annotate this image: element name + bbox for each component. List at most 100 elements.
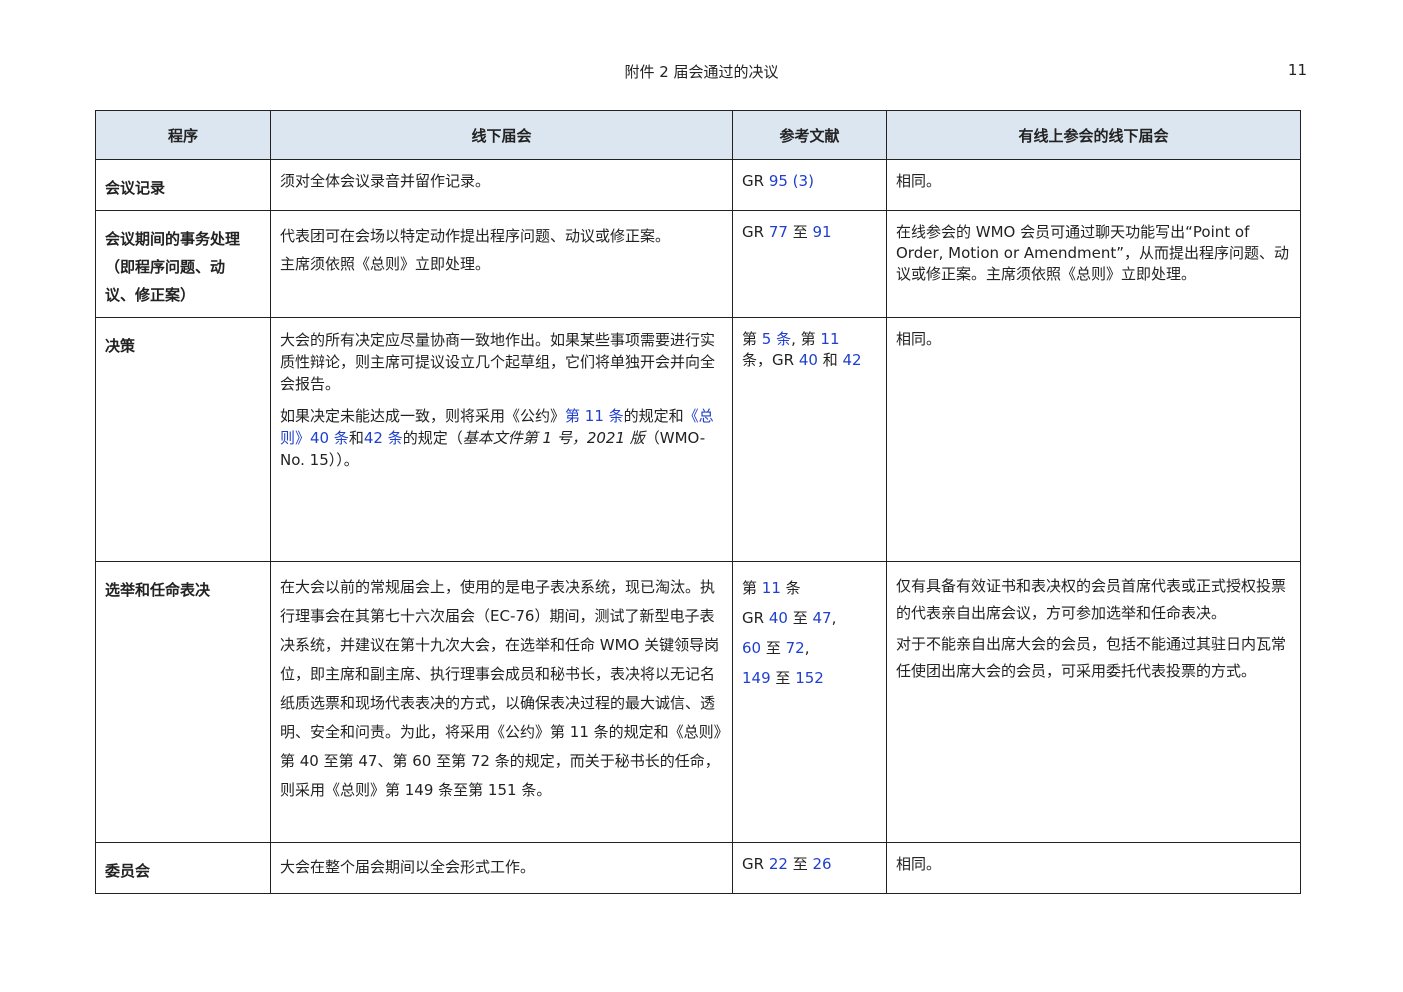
hybrid-cell: 仅有具备有效证书和表决权的会员首席代表或正式授权投票的代表亲自出席会议，方可参加… bbox=[886, 561, 1301, 843]
reference-cell: 第 5 条, 第 11 条，GR 40 和 42 bbox=[732, 317, 887, 562]
offline-cell: 代表团可在会场以特定动作提出程序问题、动议或修正案。 主席须依照《总则》立即处理… bbox=[270, 210, 733, 318]
row-label-sub: 议、修正案） bbox=[105, 286, 196, 304]
text-span: 和 bbox=[348, 429, 364, 447]
text-span: 如果决定未能达成一致，则将采用《公约》 bbox=[280, 407, 566, 425]
ref-link-gr-152[interactable]: 152 bbox=[795, 669, 824, 687]
row-label-cell: 委员会 bbox=[95, 842, 271, 894]
row-label-cell: 决策 bbox=[95, 317, 271, 562]
column-header-procedure: 程序 bbox=[95, 110, 271, 160]
ref-link-gr-42[interactable]: 42 bbox=[842, 351, 862, 369]
ref-prefix: GR bbox=[742, 855, 769, 873]
ref-prefix: 第 bbox=[742, 579, 762, 597]
reference-text: GR 22 至 26 bbox=[733, 843, 886, 883]
ref-link-article-5[interactable]: 5 条 bbox=[761, 330, 792, 348]
ref-prefix: 条，GR bbox=[742, 351, 799, 369]
reference-text: GR 77 至 91 bbox=[733, 211, 886, 251]
offline-paragraph: 主席须依照《总则》立即处理。 bbox=[280, 255, 491, 273]
ref-link-gr-22[interactable]: 22 bbox=[768, 855, 788, 873]
ref-link-article-11[interactable]: 11 bbox=[761, 579, 781, 597]
reference-cell: 第 11 条 GR 40 至 47, 60 至 72, 149 至 152 bbox=[732, 561, 887, 843]
reference-text: 第 5 条, 第 11 条，GR 40 和 42 bbox=[733, 318, 886, 379]
row-label-cell: 会议期间的事务处理 （即程序问题、动 议、修正案） bbox=[95, 210, 271, 318]
ref-link-gr-72[interactable]: 72 bbox=[785, 639, 805, 657]
reference-cell: GR 77 至 91 bbox=[732, 210, 887, 318]
row-label: 会议记录 bbox=[105, 179, 166, 197]
basic-documents-title: 基本文件第 1 号，2021 版 bbox=[462, 429, 645, 447]
hybrid-cell: 相同。 bbox=[886, 159, 1301, 211]
offline-cell: 在大会以前的常规届会上，使用的是电子表决系统，现已淘汰。执行理事会在其第七十六次… bbox=[270, 561, 733, 843]
ref-prefix: GR bbox=[742, 609, 769, 627]
ref-link-gr-40[interactable]: 40 bbox=[768, 609, 788, 627]
convention-article-11-link[interactable]: 第 11 条 bbox=[565, 407, 624, 425]
ref-separator: , 第 bbox=[791, 330, 821, 348]
ref-prefix: 第 bbox=[742, 330, 762, 348]
ref-comma: , bbox=[831, 609, 837, 627]
reference-cell: GR 95 (3) bbox=[732, 159, 887, 211]
ref-separator: 和 bbox=[817, 351, 843, 369]
table-row: 选举和任命表决 在大会以前的常规届会上，使用的是电子表决系统，现已淘汰。执行理事… bbox=[95, 561, 1301, 843]
reference-line: 149 至 152 bbox=[742, 663, 877, 693]
ref-link-gr-60[interactable]: 60 bbox=[742, 639, 762, 657]
ref-prefix: GR bbox=[742, 223, 769, 241]
hybrid-cell: 相同。 bbox=[886, 317, 1301, 562]
ref-prefix: GR bbox=[742, 172, 769, 190]
page-header: 附件 2 届会通过的决议 11 bbox=[0, 59, 1403, 83]
row-label: 选举和任命表决 bbox=[105, 581, 211, 599]
offline-text: 大会在整个届会期间以全会形式工作。 bbox=[280, 858, 536, 876]
offline-cell: 须对全体会议录音并留作记录。 bbox=[270, 159, 733, 211]
reference-cell: GR 22 至 26 bbox=[732, 842, 887, 894]
hybrid-text: 仅有具备有效证书和表决权的会员首席代表或正式授权投票的代表亲自出席会议，方可参加… bbox=[887, 562, 1300, 693]
hybrid-text: 相同。 bbox=[896, 172, 942, 190]
ref-link-gr-77[interactable]: 77 bbox=[768, 223, 788, 241]
offline-paragraph: 代表团可在会场以特定动作提出程序问题、动议或修正案。 bbox=[280, 227, 671, 245]
row-label-sub: （即程序问题、动 bbox=[105, 258, 226, 276]
hybrid-text: 在线参会的 WMO 会员可通过聊天功能写出“Point of Order, Mo… bbox=[896, 223, 1290, 283]
column-header-references: 参考文献 bbox=[732, 110, 887, 160]
general-regulations-42-link[interactable]: 42 条 bbox=[363, 429, 403, 447]
general-regulations-40-link[interactable]: 《总则》40 条 bbox=[280, 407, 714, 447]
offline-cell: 大会在整个届会期间以全会形式工作。 bbox=[270, 842, 733, 894]
ref-separator: 至 bbox=[787, 609, 813, 627]
ref-link-gr-149[interactable]: 149 bbox=[742, 669, 771, 687]
text-span: （WMO-No. 15））。 bbox=[280, 429, 706, 469]
ref-suffix: 条 bbox=[780, 579, 801, 597]
hybrid-paragraph: 仅有具备有效证书和表决权的会员首席代表或正式授权投票的代表亲自出席会议，方可参加… bbox=[896, 577, 1287, 622]
procedures-table: 程序 线下届会 参考文献 有线上参会的线下届会 会议记录 须对全体会议录音并留作… bbox=[95, 110, 1301, 894]
ref-link-gr-91[interactable]: 91 bbox=[812, 223, 832, 241]
hybrid-text: 相同。 bbox=[896, 330, 942, 348]
page-number: 11 bbox=[1287, 61, 1307, 79]
row-label-cell: 会议记录 bbox=[95, 159, 271, 211]
table-row: 会议记录 须对全体会议录音并留作记录。 GR 95 (3) 相同。 bbox=[95, 159, 1301, 211]
ref-link-gr-47[interactable]: 47 bbox=[812, 609, 832, 627]
ref-comma: , bbox=[804, 639, 810, 657]
table-row: 决策 大会的所有决定应尽量协商一致地作出。如果某些事项需要进行实质性辩论，则主席… bbox=[95, 317, 1301, 562]
text-span: 的规定和 bbox=[623, 407, 684, 425]
ref-separator: 至 bbox=[787, 223, 813, 241]
row-label-cell: 选举和任命表决 bbox=[95, 561, 271, 843]
table-row: 会议期间的事务处理 （即程序问题、动 议、修正案） 代表团可在会场以特定动作提出… bbox=[95, 210, 1301, 318]
reference-line: 60 至 72, bbox=[742, 633, 877, 663]
table-header-row: 程序 线下届会 参考文献 有线上参会的线下届会 bbox=[95, 110, 1301, 160]
row-label-main: 会议期间的事务处理 bbox=[105, 230, 241, 248]
offline-cell: 大会的所有决定应尽量协商一致地作出。如果某些事项需要进行实质性辩论，则主席可提议… bbox=[270, 317, 733, 562]
header-title: 附件 2 届会通过的决议 bbox=[624, 63, 779, 81]
offline-text: 须对全体会议录音并留作记录。 bbox=[280, 172, 491, 190]
hybrid-paragraph: 对于不能亲自出席大会的会员，包括不能通过其驻日内瓦常任使团出席大会的会员，可采用… bbox=[896, 635, 1287, 680]
hybrid-cell: 在线参会的 WMO 会员可通过聊天功能写出“Point of Order, Mo… bbox=[886, 210, 1301, 318]
offline-paragraph: 如果决定未能达成一致，则将采用《公约》第 11 条的规定和《总则》40 条和42… bbox=[280, 405, 723, 471]
ref-link-article-11[interactable]: 11 bbox=[820, 330, 840, 348]
offline-text: 大会的所有决定应尽量协商一致地作出。如果某些事项需要进行实质性辩论，则主席可提议… bbox=[271, 318, 732, 479]
offline-text: 在大会以前的常规届会上，使用的是电子表决系统，现已淘汰。执行理事会在其第七十六次… bbox=[280, 578, 722, 799]
text-span: 的规定（ bbox=[402, 429, 463, 447]
row-label: 会议期间的事务处理 （即程序问题、动 议、修正案） bbox=[96, 211, 270, 317]
ref-link-gr-40[interactable]: 40 bbox=[798, 351, 818, 369]
ref-separator: 至 bbox=[770, 669, 796, 687]
ref-link-gr-26[interactable]: 26 bbox=[812, 855, 832, 873]
row-label: 委员会 bbox=[105, 862, 151, 880]
ref-link-gr-95[interactable]: 95 (3) bbox=[768, 172, 814, 190]
row-label: 决策 bbox=[105, 337, 136, 355]
column-header-hybrid-session: 有线上参会的线下届会 bbox=[886, 110, 1301, 160]
reference-line: 第 11 条 bbox=[742, 573, 877, 603]
reference-text: 第 11 条 GR 40 至 47, 60 至 72, 149 至 152 bbox=[733, 562, 886, 701]
ref-separator: 至 bbox=[761, 639, 786, 657]
